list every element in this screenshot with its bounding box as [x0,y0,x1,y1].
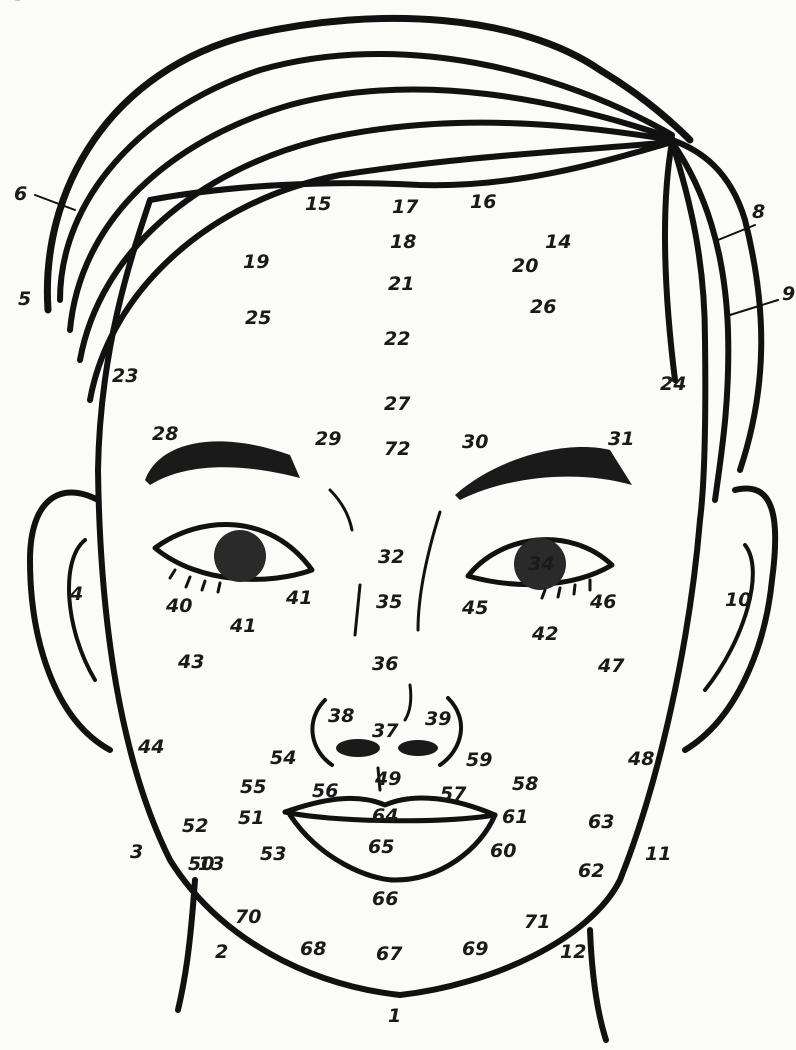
zone-number: 52 [182,815,208,837]
zone-number: 47 [597,655,625,677]
hair-strand-right [672,142,728,500]
zone-number: 72 [384,438,410,460]
zone-number: 14 [545,231,571,253]
zone-number: 48 [627,748,654,770]
zone-number: 35 [376,591,402,613]
zone-number: 34 [528,553,554,575]
zone-number: 56 [312,780,338,802]
zone-number: 19 [243,251,269,273]
nose-bridge-right [418,512,440,630]
hair-strand [80,123,672,360]
ear-left-inner [69,540,95,680]
zone-number: 28 [152,423,178,445]
zone-number: 41 [285,587,312,609]
zone-number: 36 [372,653,398,675]
zone-number: 51 [238,807,264,829]
zone-number: 58 [512,773,538,795]
zone-number: 1 [388,1005,401,1027]
zone-number: 65 [368,836,394,858]
zone-number: 12 [560,941,586,963]
zone-number: 50 [188,853,214,875]
zone-number: 37 [372,720,399,742]
zone-number: 71 [524,911,550,933]
zone-number: 53 [260,843,286,865]
iris-left [214,530,266,582]
zone-number: 18 [390,231,416,253]
zone-number: 23 [112,365,138,387]
zone-number: 41 [229,615,256,637]
zone-number: 20 [512,255,538,277]
zone-number: 63 [588,811,614,833]
zone-number: 25 [245,307,271,329]
zone-number: 67 [376,943,403,965]
zone-number: 49 [374,768,401,790]
zone-number: 5 [18,288,31,310]
zone-number: 26 [530,296,556,318]
zone-number: 55 [240,776,266,798]
zone-number: 39 [425,708,451,730]
zone-number: 59 [466,749,492,771]
nose-bridge-left [330,490,352,530]
zone-number: 32 [378,546,404,568]
ears [30,488,775,750]
zone-number: 66 [372,888,398,910]
zone-number: 68 [300,938,326,960]
zone-number: 27 [384,393,411,415]
zone-number: 9 [782,283,795,305]
hairline [98,142,672,470]
zone-number: 10 [725,589,751,611]
zone-number: 15 [305,193,331,215]
zone-number: 64 [372,805,398,827]
zone-number: 2 [215,941,228,963]
nose-side-left [355,585,360,635]
nostril-right [398,740,438,756]
zone-number: 69 [462,938,488,960]
zone-number: 21 [388,273,414,295]
zone-number: 57 [440,783,467,805]
pointer-9 [730,300,778,315]
zone-number: 40 [165,595,192,617]
zone-number: 24 [660,373,686,395]
zone-number: 38 [328,705,354,727]
zone-number: 4 [69,583,83,605]
pointer-6 [35,195,75,210]
nose-tip-line [405,685,411,720]
zone-number: 70 [235,906,261,928]
zone-number: 45 [461,597,488,619]
hair-strand-right [665,142,675,380]
zone-number: 42 [531,623,558,645]
zone-number: 8 [752,201,765,223]
zone-number: 22 [384,328,410,350]
zone-number: 31 [608,428,634,450]
zone-number: 3 [130,841,143,863]
zone-number: 60 [490,840,516,862]
zone-number: 17 [392,196,419,218]
zone-number: 6 [14,183,27,205]
neck-right [590,930,606,1040]
zone-number: 44 [137,736,164,758]
zone-number: 30 [462,431,488,453]
ear-right-inner [705,545,753,690]
zone-number: 46 [589,591,616,613]
zone-number: 16 [470,191,496,213]
zone-number: 43 [177,651,204,673]
zone-number: 29 [315,428,341,450]
zone-number: 61 [502,806,528,828]
zone-number: 62 [578,860,604,882]
eyebrow-left [145,441,300,485]
zone-number: 11 [645,843,671,865]
zone-number: 54 [270,747,296,769]
zone-number: 73 [0,0,26,5]
neck-left [178,880,195,1010]
eyebrow-right [455,447,632,500]
